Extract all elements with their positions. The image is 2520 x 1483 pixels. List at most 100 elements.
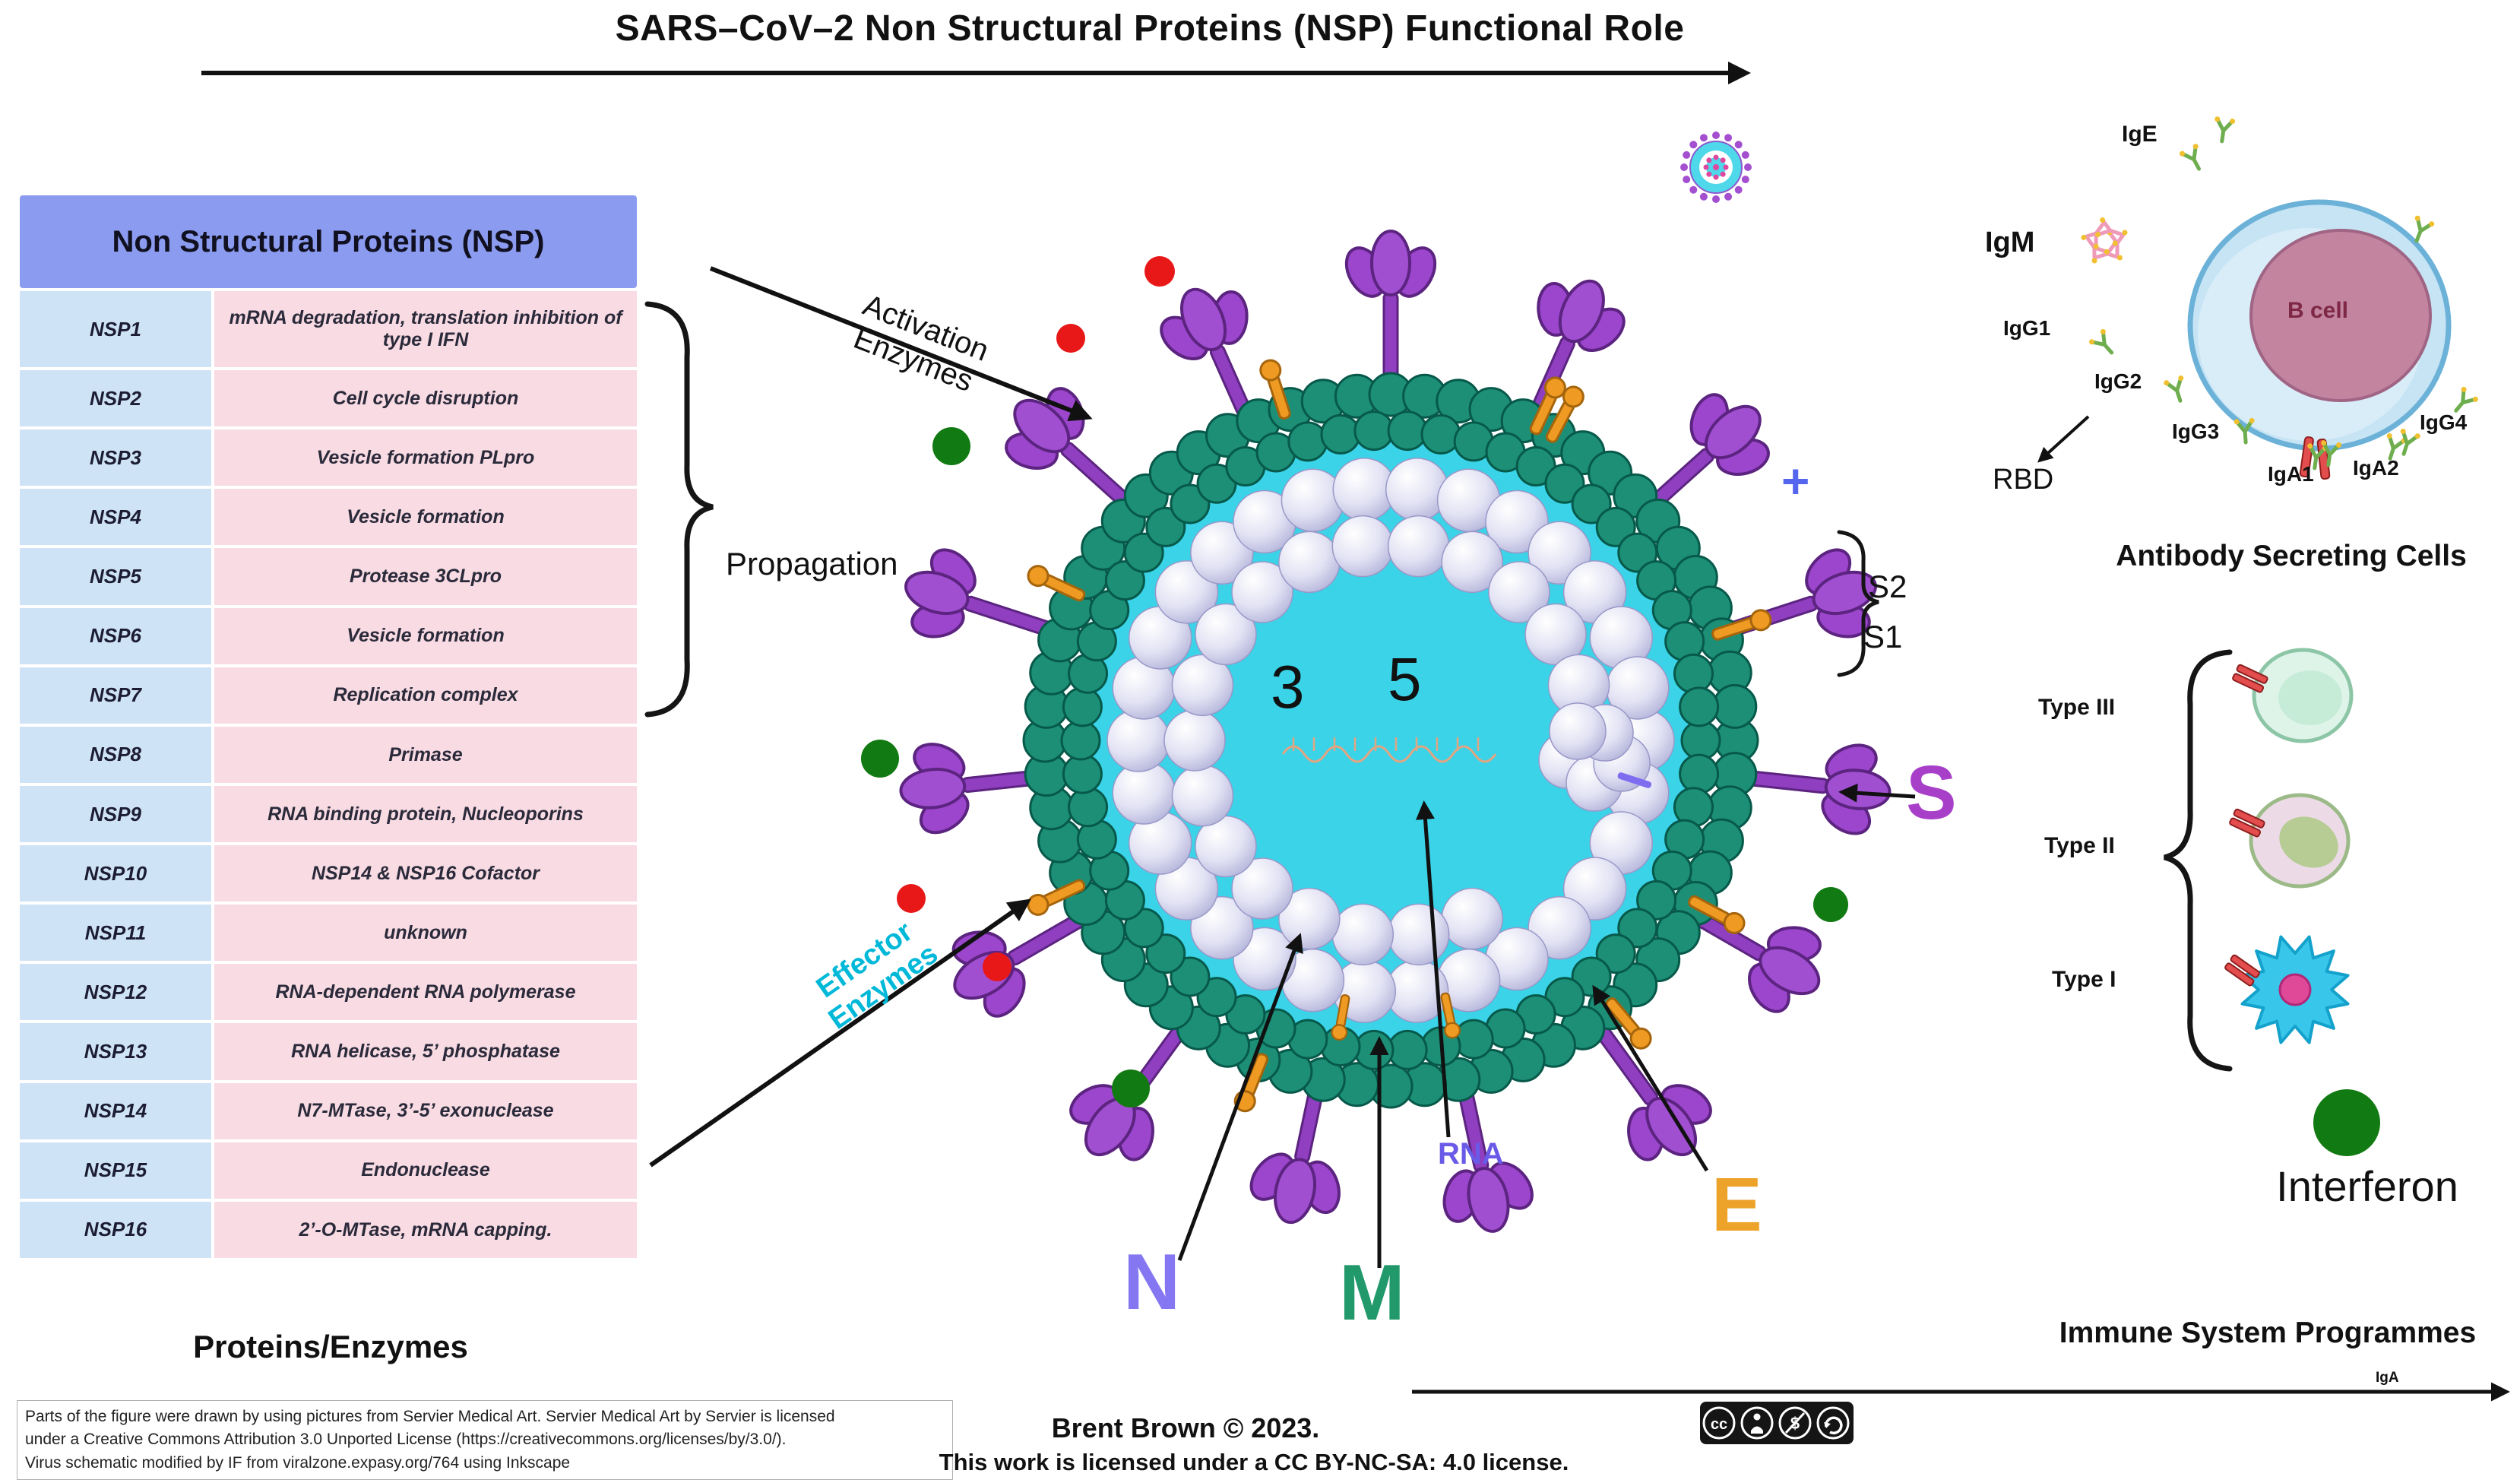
iga1-label: IgA1 [2268,462,2314,486]
nsp-name-cell: NSP4 [20,489,211,546]
nsp-name-cell: NSP2 [20,370,211,427]
nsp-function-cell: mRNA degradation, translation inhibition… [214,291,637,368]
antibody-icon [2321,440,2342,467]
antibody-icon [2107,230,2128,256]
spike-protein-shape [1729,743,1892,835]
receptor-icon [2229,808,2265,838]
nsp-function-cell: Vesicle formation [214,489,637,546]
nsp-name-cell: NSP5 [20,548,211,605]
svg-text:$: $ [1790,1414,1800,1433]
proteins-enzymes-label: Proteins/Enzymes [193,1329,468,1364]
antibody-icon [2180,144,2202,171]
nsp-function-cell: Cell cycle disruption [214,370,637,427]
rna-label: RNA [1438,1137,1504,1171]
interferon-dot [932,427,970,465]
copyright-text: Brent Brown © 2023. [1051,1412,1320,1443]
antibody-icon [2400,428,2420,456]
nsp-name-cell: NSP1 [20,291,211,368]
igg3-label: IgG3 [2172,420,2220,443]
e-pointer-arrow [1592,984,1709,1172]
spike-protein-shape [904,548,1068,642]
nucleocapsid-protein-label: N [1123,1238,1181,1326]
figure-title: SARS–CoV–2 Non Structural Proteins (NSP)… [615,8,1685,49]
igm-label: IgM [1985,227,2035,258]
nsp-function-cell: N7-MTase, 3’-5’ exonuclease [214,1082,637,1139]
envelope-protein-shape [1259,359,1291,420]
iga2-label: IgA2 [2353,456,2399,480]
envelope-protein-shape [1529,376,1566,436]
type-ii-cell [2229,793,2351,889]
rbd-label: RBD [1993,464,2054,496]
envelope-protein-shape [1331,994,1350,1041]
nsp-function-cell: Vesicle formation PLpro [214,429,637,486]
nsp-function-cell: RNA-dependent RNA polymerase [214,964,637,1021]
nsp-name-cell: NSP16 [20,1201,211,1258]
effector-enzymes-label: Effector Enzymes [810,915,944,1036]
antibody-icon [2094,217,2123,238]
nsp-function-cell: NSP14 & NSP16 Cofactor [214,845,637,902]
rna-3prime-label: 3 [1271,653,1305,721]
antibody-icon [2164,375,2184,403]
license-text: This work is licensed under a CC BY-NC-S… [939,1449,1569,1475]
red-dot [1056,324,1085,353]
interferon-legend-dot [2313,1089,2380,1156]
nsp-function-cell: 2’-O-MTase, mRNA capping. [214,1201,637,1258]
positive-sense-plus-label: + [1781,454,1810,509]
membrane-protein-label: M [1339,1249,1405,1337]
nsp-function-cell: Primase [214,726,637,783]
antibody-icon [2214,116,2236,144]
nsp-name-cell: NSP15 [20,1142,211,1199]
envelope-protein-shape [1027,565,1086,602]
n-pointer-arrow [1177,933,1303,1261]
nsp-function-cell: RNA binding protein, Nucleoporins [214,785,637,843]
interferon-dot [1112,1069,1150,1107]
mini-virus-icon [1680,132,1752,203]
envelope-protein-label: E [1711,1162,1762,1247]
spike-protein-shape [1641,393,1770,516]
nsp-name-cell: NSP8 [20,726,211,783]
type-iii-label: Type III [2038,695,2116,720]
antibody-icon [2081,223,2104,249]
envelope-protein-shape [1440,992,1461,1039]
nsp-function-cell: RNA helicase, 5’ phosphatase [214,1023,637,1080]
envelope-protein-shape [1711,609,1772,641]
igg2-label: IgG2 [2094,369,2142,393]
s2-domain-label: S2 [1868,569,1907,604]
nsp-name-cell: NSP10 [20,845,211,902]
envelope-protein-shape [1027,879,1086,916]
s1-domain-label: S1 [1863,619,1903,654]
cc-license-badge: cc [1700,1402,1854,1444]
attribution-text: Parts of the figure were drawn by using … [17,1400,953,1481]
b-cell-label: B cell [2287,298,2349,323]
rna-5prime-label: 5 [1388,645,1422,713]
cc-by-icon [1751,1413,1763,1434]
red-dot [983,952,1011,981]
type-i-label: Type I [2052,967,2116,992]
nsp-name-cell: NSP6 [20,607,211,664]
nsp-table-header: Non Structural Proteins (NSP) [20,195,637,288]
nsp-name-cell: NSP14 [20,1082,211,1139]
spike-protein-shape [1249,1073,1341,1225]
spike-protein-shape [1069,1013,1195,1161]
spike-protein-shape [899,743,1053,835]
activation-enzymes-label: Activation Enzymes [849,288,994,398]
spike-protein-shape [1587,1013,1712,1161]
spike-protein-shape [1344,230,1437,400]
s-pointer-arrow [1838,783,1916,803]
